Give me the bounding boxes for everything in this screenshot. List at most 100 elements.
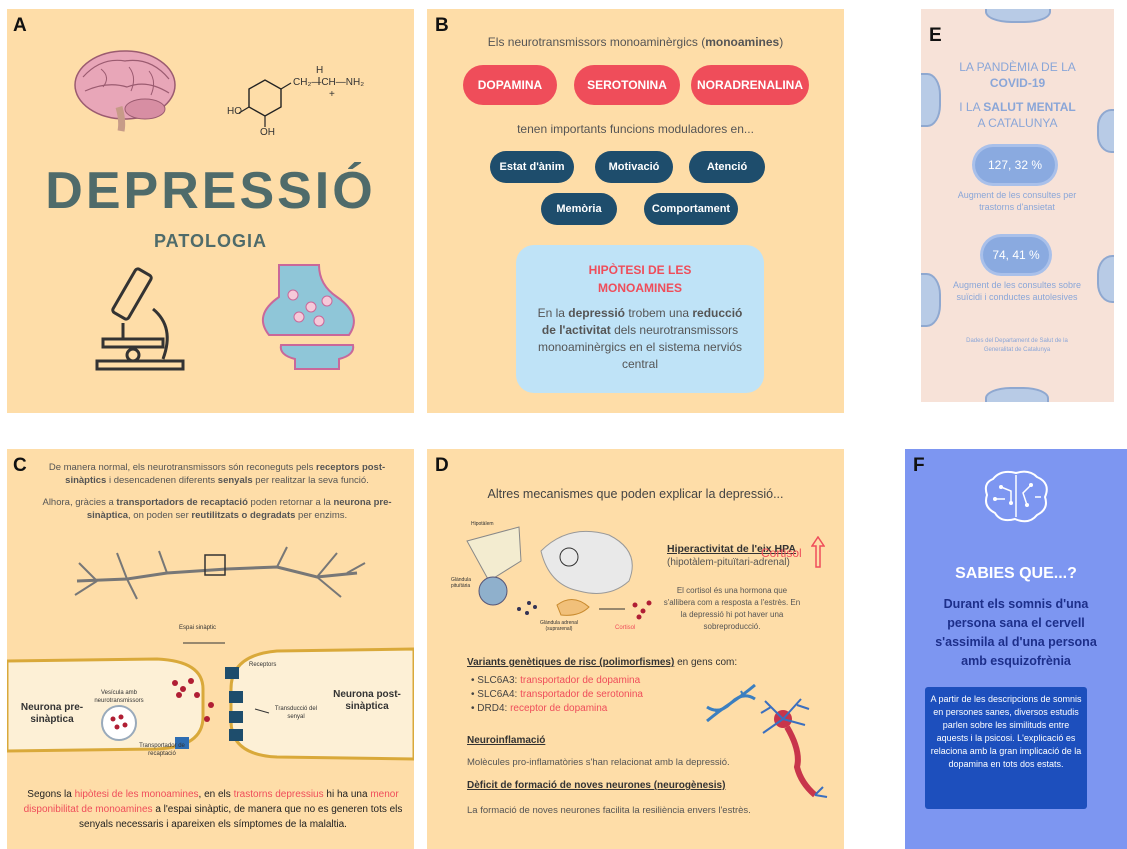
hypothesis-text: En la depressió trobem una reducció de l…	[530, 305, 750, 373]
hyp-t3: dels neurotransmissors monoaminèrgics en…	[537, 323, 743, 371]
formula-oh: OH	[260, 127, 275, 138]
neuron-illustration	[74, 546, 366, 600]
hypothesis-title: HIPÒTESI DE LES MONOAMINES	[588, 263, 692, 295]
monoamine-pill-noradrenaline: NORADRENALINA	[691, 65, 809, 105]
gene-desc: receptor de dopamina	[510, 703, 608, 714]
p2-text: , on poden ser	[128, 510, 192, 521]
face-mask-icon	[985, 9, 1051, 23]
function-pill-motivation: Motivació	[595, 151, 673, 183]
hpa-axis-illustration	[466, 526, 652, 620]
conclusion-highlight: hipòtesi de les monoamines	[74, 789, 199, 800]
formula-ho: HO	[227, 106, 242, 117]
hyp-b2: reducció de l'activitat	[541, 306, 743, 337]
hyp-t1: En la	[537, 306, 569, 320]
face-mask-icon	[985, 387, 1049, 402]
synapse-paragraph-1: De manera normal, els neurotransmissors …	[31, 461, 403, 487]
face-mask-icon	[1097, 255, 1114, 303]
conclusion-highlight: trastorns depressius	[233, 789, 324, 800]
monoamine-pill-serotonin: SEROTONINA	[574, 65, 680, 105]
conclusion-text: Segons la	[27, 789, 75, 800]
intro-suffix: )	[779, 35, 784, 49]
hyp-t2: trobem una	[625, 306, 693, 320]
panel-f-did-you-know: F SABIES QUE...? Durant els somnis d'una…	[905, 449, 1127, 849]
label-adrenal: Glàndula adrenal (suprarenal)	[539, 620, 579, 632]
synapse-paragraph-2: Alhora, gràcies a transportadors de reca…	[31, 496, 403, 522]
intro-text: Els neurotransmissors monoaminèrgics (	[487, 35, 706, 49]
monoamine-conclusion: Segons la hipòtesi de les monoamines, en…	[21, 787, 405, 832]
neurogenesis-desc: La formació de noves neurones facilita l…	[467, 805, 751, 816]
covid-title-line3b: SALUT MENTAL	[983, 100, 1076, 114]
gene-name: SLC6A3:	[477, 675, 521, 686]
brain-circuit-icon	[984, 470, 1048, 523]
p2-text: poden retornar a la	[247, 497, 334, 508]
monoamines-intro: Els neurotransmissors monoaminèrgics (mo…	[427, 35, 844, 49]
function-pill-memory: Memòria	[541, 193, 617, 225]
formula-plus: +	[329, 89, 335, 100]
panel-e-covid: E LA PANDÈMIA DE LA COVID-19 I LA SALUT …	[921, 9, 1114, 402]
panel-letter: D	[435, 455, 449, 476]
depression-title: DEPRESSIÓ	[45, 162, 376, 220]
stat-anxiety-desc: Augment de les consultes per trastorns d…	[957, 190, 1077, 212]
monoamine-hypothesis-box: HIPÒTESI DE LES MONOAMINES En la depress…	[516, 245, 764, 393]
label-synaptic-space: Espai sinàptic	[179, 625, 217, 631]
data-source: Dades del Departament de Salut de la Gen…	[966, 338, 1068, 353]
covid-title-line1: LA PANDÈMIA DE LA	[959, 60, 1076, 74]
formula-h: H	[316, 65, 324, 76]
brain-icon	[74, 50, 176, 132]
gene-name: SLC6A4:	[477, 689, 521, 700]
variants-suffix: en gens com:	[674, 657, 738, 668]
covid-title-line3a: I LA	[959, 100, 984, 114]
functions-intro: tenen importants funcions moduladores en…	[517, 122, 754, 136]
function-pill-behaviour: Comportament	[644, 193, 738, 225]
label-hypothalamus: Hipotàlem	[471, 521, 494, 527]
conclusion-text: hi ha una	[323, 789, 371, 800]
label-pituitary: Glàndula pituïtària	[451, 577, 472, 589]
gene-list-item: • DRD4: receptor de dopamina	[471, 703, 608, 714]
variants-heading: Variants genètiques de risc (polimorfism…	[467, 657, 737, 668]
label-vesicle: Vesícula amb neurotransmissors	[94, 690, 144, 704]
panel-c-synapse: C De manera normal, els neurotransmissor…	[7, 449, 414, 849]
p1-text: i desencadenen diferents	[106, 475, 218, 486]
function-pill-attention: Atenció	[689, 151, 765, 183]
face-mask-icon	[921, 73, 941, 127]
did-you-know-title: SABIES QUE...?	[955, 565, 1077, 582]
label-transporter: Transportador de recaptació	[139, 743, 185, 757]
gene-list-item: • SLC6A4: transportador de serotonina	[471, 689, 643, 700]
monoamine-pill-dopamine: DOPAMINA	[463, 65, 557, 105]
p2-text: Alhora, gràcies a	[42, 497, 117, 508]
conclusion-text: a l'espai sinàptic, de manera que no es …	[79, 804, 403, 830]
label-cortisol-small: Cortisol	[615, 625, 636, 631]
covid-title-line4: A CATALUNYA	[977, 116, 1058, 130]
gene-list: • SLC6A3: transportador de dopamina • SL…	[471, 674, 643, 716]
cortisol-label: Cortisol	[761, 546, 802, 560]
p2-bold: reutilitzats o degradats	[191, 510, 296, 521]
conclusion-text: , en els	[198, 789, 234, 800]
did-you-know-text: A partir de les descripcions de somnis e…	[930, 694, 1082, 769]
hpa-title: Hiperactivitat de l'eix HPA	[667, 543, 796, 555]
covid-title-line2: COVID-19	[989, 76, 1046, 90]
microscope-icon	[95, 267, 185, 371]
hyp-b1: depressió	[568, 306, 625, 320]
synapse-diagram	[7, 642, 414, 761]
face-mask-icon	[921, 273, 941, 327]
pathology-subtitle: PATOLOGIA	[153, 231, 267, 251]
label-transduction: Transducció del senyal	[274, 706, 318, 720]
gene-desc: transportador de serotonina	[520, 689, 643, 700]
stat-anxiety-value: 127, 32 %	[975, 147, 1055, 183]
stat-suicide-value: 74, 41 %	[983, 237, 1049, 273]
dopamine-formula-icon	[238, 77, 320, 127]
hpa-subtitle: (hipotàlem-pituïtari-adrenal)	[667, 557, 790, 568]
neuroinflammation-title: Neuroinflamació	[467, 735, 546, 746]
mechanisms-title: Altres mecanismes que poden explicar la …	[487, 487, 784, 501]
cortisol-description: El cortisol és una hormona que s'alliber…	[663, 586, 801, 631]
p2-bold: transportadors de recaptació	[116, 497, 248, 508]
formula-chain: CH₂—CH—NH₂	[293, 77, 365, 88]
arrow-up-icon	[810, 535, 826, 568]
neuron-icon	[760, 698, 828, 798]
did-you-know-subtitle: Durant els somnis d'una persona sana el …	[935, 597, 1097, 668]
gene-list-item: • SLC6A3: transportador de dopamina	[471, 675, 641, 686]
variants-title: Variants genètiques de risc (polimorfism…	[467, 657, 675, 668]
gene-desc: transportador de dopamina	[520, 675, 641, 686]
intro-bold: monoamines	[705, 35, 780, 49]
label-receptors: Receptors	[249, 662, 277, 668]
